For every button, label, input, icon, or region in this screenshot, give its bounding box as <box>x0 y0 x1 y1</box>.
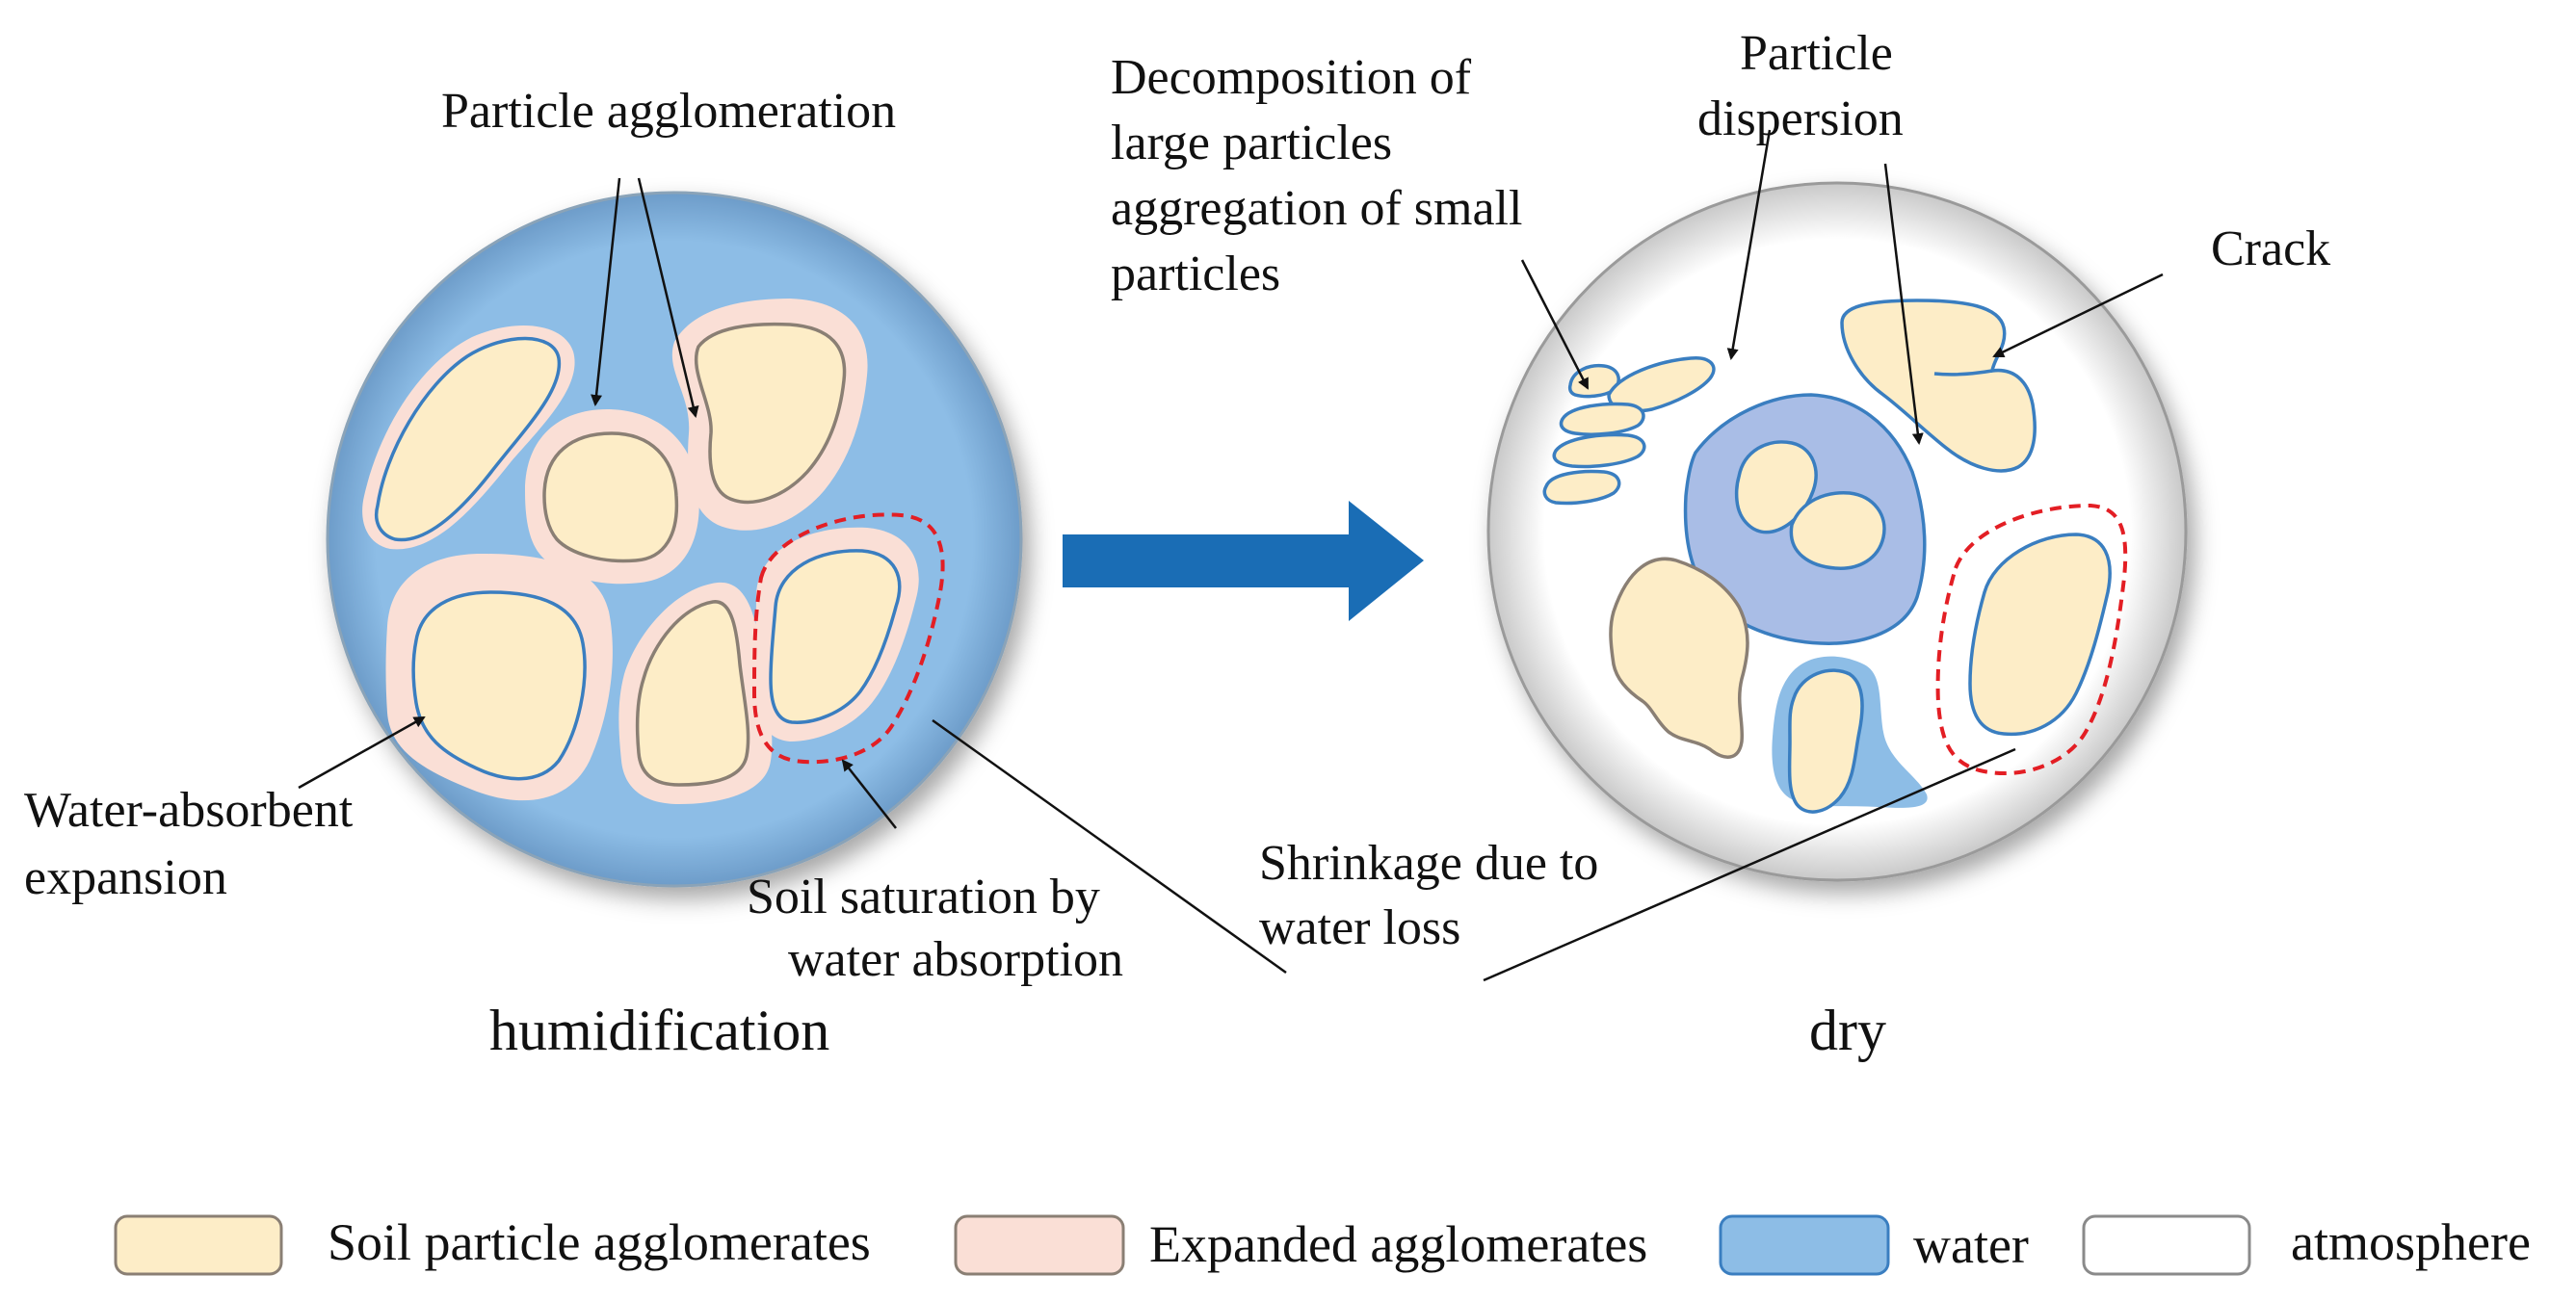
label-particle-dispersion-line-2: dispersion <box>1697 91 1904 146</box>
particle-in-water <box>1772 656 1928 814</box>
label-shrinkage-line-2: water loss <box>1259 900 1460 955</box>
legend-label-atmosphere: atmosphere <box>2291 1213 2531 1271</box>
expanded-agglomerate <box>525 409 699 585</box>
legend-label-water: water <box>1913 1216 2029 1274</box>
expanded-agglomerate <box>362 325 575 550</box>
legend-swatch-water <box>1719 1214 1890 1276</box>
cracked-particle <box>1840 299 2037 473</box>
legend-item-atmosphere: atmosphere <box>2082 1213 2531 1276</box>
caption-dry: dry <box>1809 999 1886 1062</box>
annotation-texts: Particle agglomeration Decomposition of … <box>24 26 2330 1062</box>
dry-panel <box>1486 181 2188 882</box>
legend-item-expanded: Expanded agglomerates <box>954 1214 1647 1276</box>
process-arrow <box>1063 501 1424 621</box>
label-crack: Crack <box>2211 221 2330 276</box>
label-particle-agglomeration: Particle agglomeration <box>441 84 896 139</box>
shrunken-particle <box>1609 557 1749 759</box>
expanded-agglomerate <box>618 582 773 804</box>
expanded-agglomerate <box>753 527 919 742</box>
label-water-absorbent-line-1: Water-absorbent <box>24 783 354 838</box>
expanded-agglomerate <box>385 554 613 801</box>
shrunken-particle <box>1968 533 2112 737</box>
label-shrinkage-line-1: Shrinkage due to <box>1259 836 1598 891</box>
legend-label-expanded: Expanded agglomerates <box>1149 1215 1647 1273</box>
label-decomposition-line-1: Decomposition of <box>1111 50 1472 105</box>
caption-humidification: humidification <box>489 999 829 1062</box>
label-decomposition-line-2: large particles <box>1111 116 1392 170</box>
legend-label-soil: Soil particle agglomerates <box>328 1213 871 1271</box>
small-particle-flakes <box>1542 356 1716 506</box>
water-pocket <box>1683 393 1927 645</box>
label-decomposition-line-4: particles <box>1111 247 1280 301</box>
legend-swatch-soil <box>114 1214 283 1276</box>
legend: Soil particle agglomerates Expanded aggl… <box>114 1213 2531 1276</box>
legend-swatch-expanded <box>954 1214 1125 1276</box>
humidification-panel <box>326 191 1023 888</box>
shrinkage-zone-outline <box>1935 503 2128 775</box>
label-particle-dispersion-line-1: Particle <box>1740 26 1893 81</box>
leader-lines <box>298 129 2164 982</box>
saturated-zone-outline <box>751 512 945 765</box>
label-soil-saturation-line-2: water absorption <box>788 932 1123 987</box>
legend-item-soil: Soil particle agglomerates <box>114 1213 871 1276</box>
label-water-absorbent-line-2: expansion <box>24 850 227 905</box>
label-decomposition-line-3: aggregation of small <box>1111 181 1522 236</box>
legend-swatch-atmosphere <box>2082 1214 2251 1276</box>
expanded-agglomerate <box>671 299 868 531</box>
label-soil-saturation-line-1: Soil saturation by <box>747 870 1100 924</box>
legend-item-water: water <box>1719 1214 2029 1276</box>
